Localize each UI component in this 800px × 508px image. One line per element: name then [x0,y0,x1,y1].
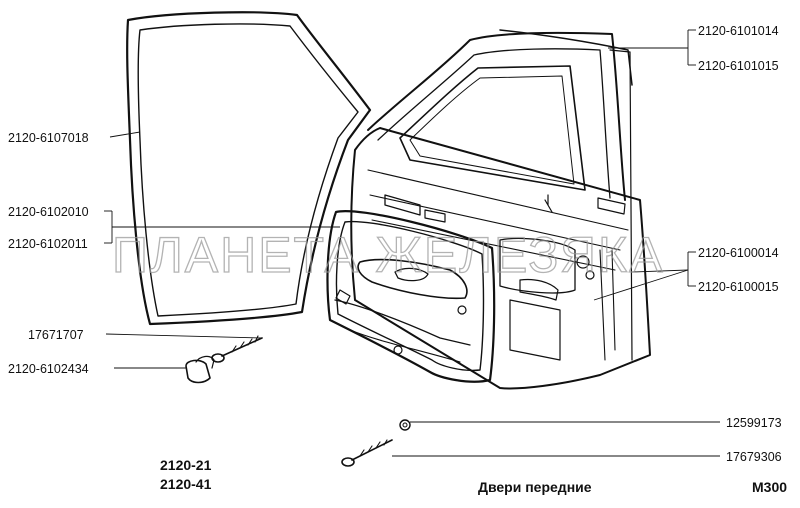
screw-lower-drawing [341,439,393,467]
label-screw-trim: 17671707 [28,328,84,342]
label-door-seal: 2120-6107018 [8,131,89,145]
label-door-2: 2120-6100015 [698,280,779,294]
label-screw-lower: 17679306 [726,450,782,464]
label-trim-panel-2: 2120-6102011 [8,237,88,251]
watermark-text: ПЛАНЕТА ЖЕЛЕЗЯКА [112,227,664,283]
clip-drawing [185,355,215,384]
model-number-1: 2120-21 [160,457,212,473]
screw-trim-drawing [211,335,263,363]
label-seal-upper-1: 2120-6101014 [698,24,779,38]
label-clip: 2120-6102434 [8,362,89,376]
label-washer: 12599173 [726,416,782,430]
model-number-2: 2120-41 [160,476,212,492]
label-seal-upper-2: 2120-6101015 [698,59,779,73]
trim-panel-drawing [326,210,496,383]
door-seal-drawing [126,11,372,326]
page-code: М300 [752,479,787,495]
door-drawing [350,29,651,390]
leader-lines [104,29,720,457]
label-trim-panel-1: 2120-6102010 [8,205,89,219]
diagram-caption: Двери передние [478,479,592,495]
washer-drawing [399,419,411,431]
label-door-1: 2120-6100014 [698,246,779,260]
